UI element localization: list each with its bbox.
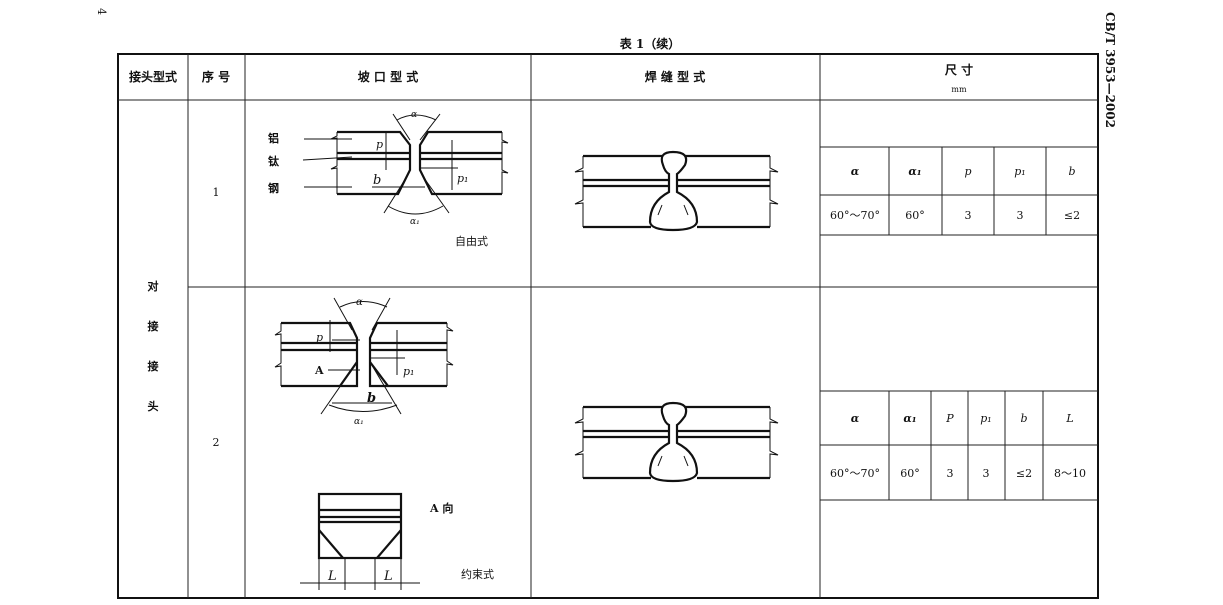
label-alpha: α (411, 110, 417, 120)
material-label-aluminum: 铝 (268, 131, 279, 145)
label-alpha: α (356, 297, 363, 308)
label-p: p (316, 331, 323, 344)
dim-value: 8～10 (1054, 467, 1086, 480)
dim-value: 60° (905, 209, 925, 222)
joint-type-char: 接 (148, 359, 159, 373)
dim-header: b (1068, 165, 1075, 178)
joint-type-char: 接 (148, 319, 159, 333)
dim-value: 3 (947, 467, 954, 480)
label-alpha1: α₁ (410, 217, 420, 227)
form-label-restrained: 约束式 (461, 568, 494, 581)
dim-header: p₁ (1014, 165, 1025, 178)
joint-type-char: 头 (148, 399, 159, 413)
dim-header: p (964, 165, 971, 178)
view-label-a: A 向 (429, 501, 453, 515)
weld-drawing-1 (574, 150, 779, 232)
dim-value: ≤2 (1016, 467, 1032, 480)
material-label-titanium: 钛 (268, 154, 280, 168)
dim-header: α (851, 412, 860, 425)
dim-header: α₁ (908, 165, 921, 178)
label-L: L (327, 569, 337, 584)
dimension-table-2-grid (820, 390, 1098, 501)
dim-header: b (1020, 412, 1027, 425)
serial-1: 1 (213, 186, 220, 199)
header-dimensions: 尺 寸 (945, 62, 973, 77)
groove-drawing-2 (274, 297, 454, 415)
dim-value: ≤2 (1064, 209, 1080, 222)
label-p: p (376, 138, 383, 151)
page-number: 4 (95, 8, 108, 15)
dim-header: α₁ (903, 412, 916, 425)
dim-header: α (851, 165, 860, 178)
groove-drawing-1 (302, 113, 509, 215)
dim-value: 3 (965, 209, 972, 222)
header-groove-form: 坡 口 型 式 (358, 69, 419, 84)
material-label-steel: 钢 (268, 181, 279, 195)
label-b: b (373, 173, 381, 188)
joint-type-char: 对 (148, 279, 159, 293)
dim-header: P (945, 412, 954, 425)
dim-value: 60° (900, 467, 920, 480)
label-L: L (383, 569, 393, 584)
header-serial: 序 号 (202, 69, 230, 84)
main-table-grid (117, 53, 1099, 599)
dim-header: L (1065, 412, 1073, 425)
weld-drawing-2 (573, 401, 780, 483)
a-view-drawing (300, 492, 420, 590)
dimension-table-1-grid (820, 146, 1098, 236)
label-A: A (314, 364, 324, 377)
label-b: b (367, 391, 376, 406)
form-label-free: 自由式 (455, 234, 488, 248)
dim-value: 3 (1017, 209, 1024, 222)
header-joint-type: 接头型式 (129, 69, 177, 84)
dim-value: 60°～70° (830, 467, 880, 480)
dim-value: 60°～70° (830, 209, 880, 222)
dim-header: p₁ (980, 412, 991, 425)
header-weld-form: 焊 缝 型 式 (645, 69, 706, 84)
label-p1: p₁ (457, 172, 468, 185)
label-alpha1: α₁ (354, 417, 364, 427)
header-unit: mm (951, 85, 967, 94)
label-p1: p₁ (403, 365, 414, 378)
table-caption: 表 1（续） (619, 36, 681, 51)
serial-2: 2 (213, 436, 220, 449)
standard-code: CB/T 3953—2002 (1103, 12, 1117, 128)
dim-value: 3 (983, 467, 990, 480)
